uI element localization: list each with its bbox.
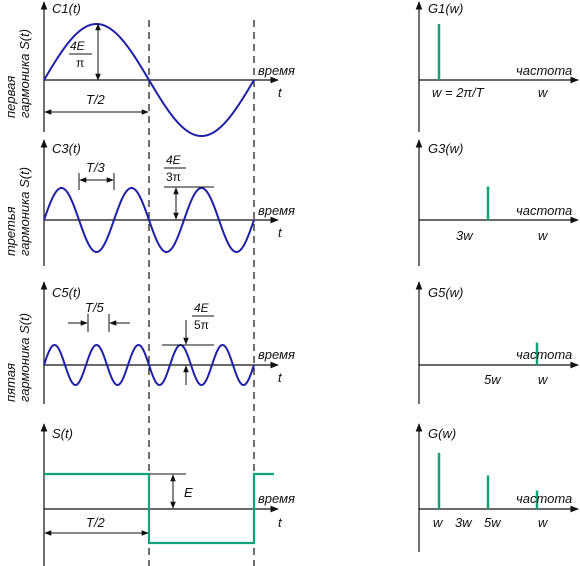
spectrum-tick-label: 3w [455, 515, 473, 530]
frequency-label: частота [516, 203, 572, 218]
spectrum-tick-label: 5w [484, 515, 502, 530]
spectrum-tick-label: w [433, 515, 444, 530]
frequency-label: частота [516, 347, 572, 362]
spectrum-tick-label: w = 2π/T [432, 85, 485, 100]
wave-title: C3(t) [52, 141, 81, 156]
w-label: w [538, 228, 549, 243]
side-label-line-1: пятая [3, 363, 18, 402]
side-label-line-2: гармоника S(t) [17, 313, 32, 402]
side-label-line-1: первая [3, 76, 18, 118]
w-label: w [538, 515, 549, 530]
t-label: t [278, 515, 283, 530]
time-label: время [258, 347, 295, 362]
t-label: t [278, 225, 283, 240]
harmonic-wave [43, 186, 255, 254]
wave-title: C5(t) [52, 285, 81, 300]
amplitude-denominator: 3π [166, 170, 181, 184]
period-label: T/5 [85, 300, 105, 315]
row-fifth-harmonic: пятая гармоника S(t) C5(t) время t T/5 4… [3, 281, 579, 404]
period-label: T/2 [86, 92, 106, 107]
time-label: время [258, 491, 295, 506]
frequency-label: частота [516, 63, 572, 78]
amplitude-denominator: π [76, 56, 84, 70]
spectrum-tick-label: 3w [456, 228, 474, 243]
spectrum-tick-label: 5w [484, 372, 502, 387]
harmonic-wave [43, 22, 255, 138]
harmonic-wave [43, 343, 255, 387]
square-wave [44, 472, 274, 545]
side-label-line-2: гармоника S(t) [17, 167, 32, 256]
spectrum-title: G1(w) [428, 1, 463, 16]
period-label: T/3 [86, 160, 106, 175]
row-third-harmonic: третья гармоника S(t) C3(t) время t T/3 … [3, 139, 579, 266]
amplitude-numerator: 4E [194, 301, 210, 315]
w-label: w [538, 372, 549, 387]
amplitude-denominator: 5π [194, 318, 209, 332]
t-label: t [278, 85, 283, 100]
frequency-label: частота [516, 491, 572, 506]
t-label: t [278, 370, 283, 385]
row-square-wave: S(t) время t E T/2 G(w) частота w 3w 5w … [40, 423, 579, 566]
row-first-harmonic: первая гармоника S(t) C1(t) время t 4E π… [3, 1, 579, 138]
wave-title: S(t) [52, 426, 73, 441]
spectrum-title: G(w) [428, 426, 456, 441]
spectrum-title: G5(w) [428, 285, 463, 300]
w-label: w [538, 85, 549, 100]
time-label: время [258, 203, 295, 218]
time-label: время [258, 63, 295, 78]
amplitude-numerator: 4E [166, 153, 182, 167]
period-label: T/2 [86, 515, 106, 530]
spectrum-title: G3(w) [428, 141, 463, 156]
side-label-line-2: гармоника S(t) [17, 29, 32, 118]
wave-title: C1(t) [52, 1, 81, 16]
side-label-line-1: третья [3, 206, 18, 256]
amplitude-label: E [184, 485, 193, 500]
amplitude-numerator: 4E [70, 39, 86, 53]
